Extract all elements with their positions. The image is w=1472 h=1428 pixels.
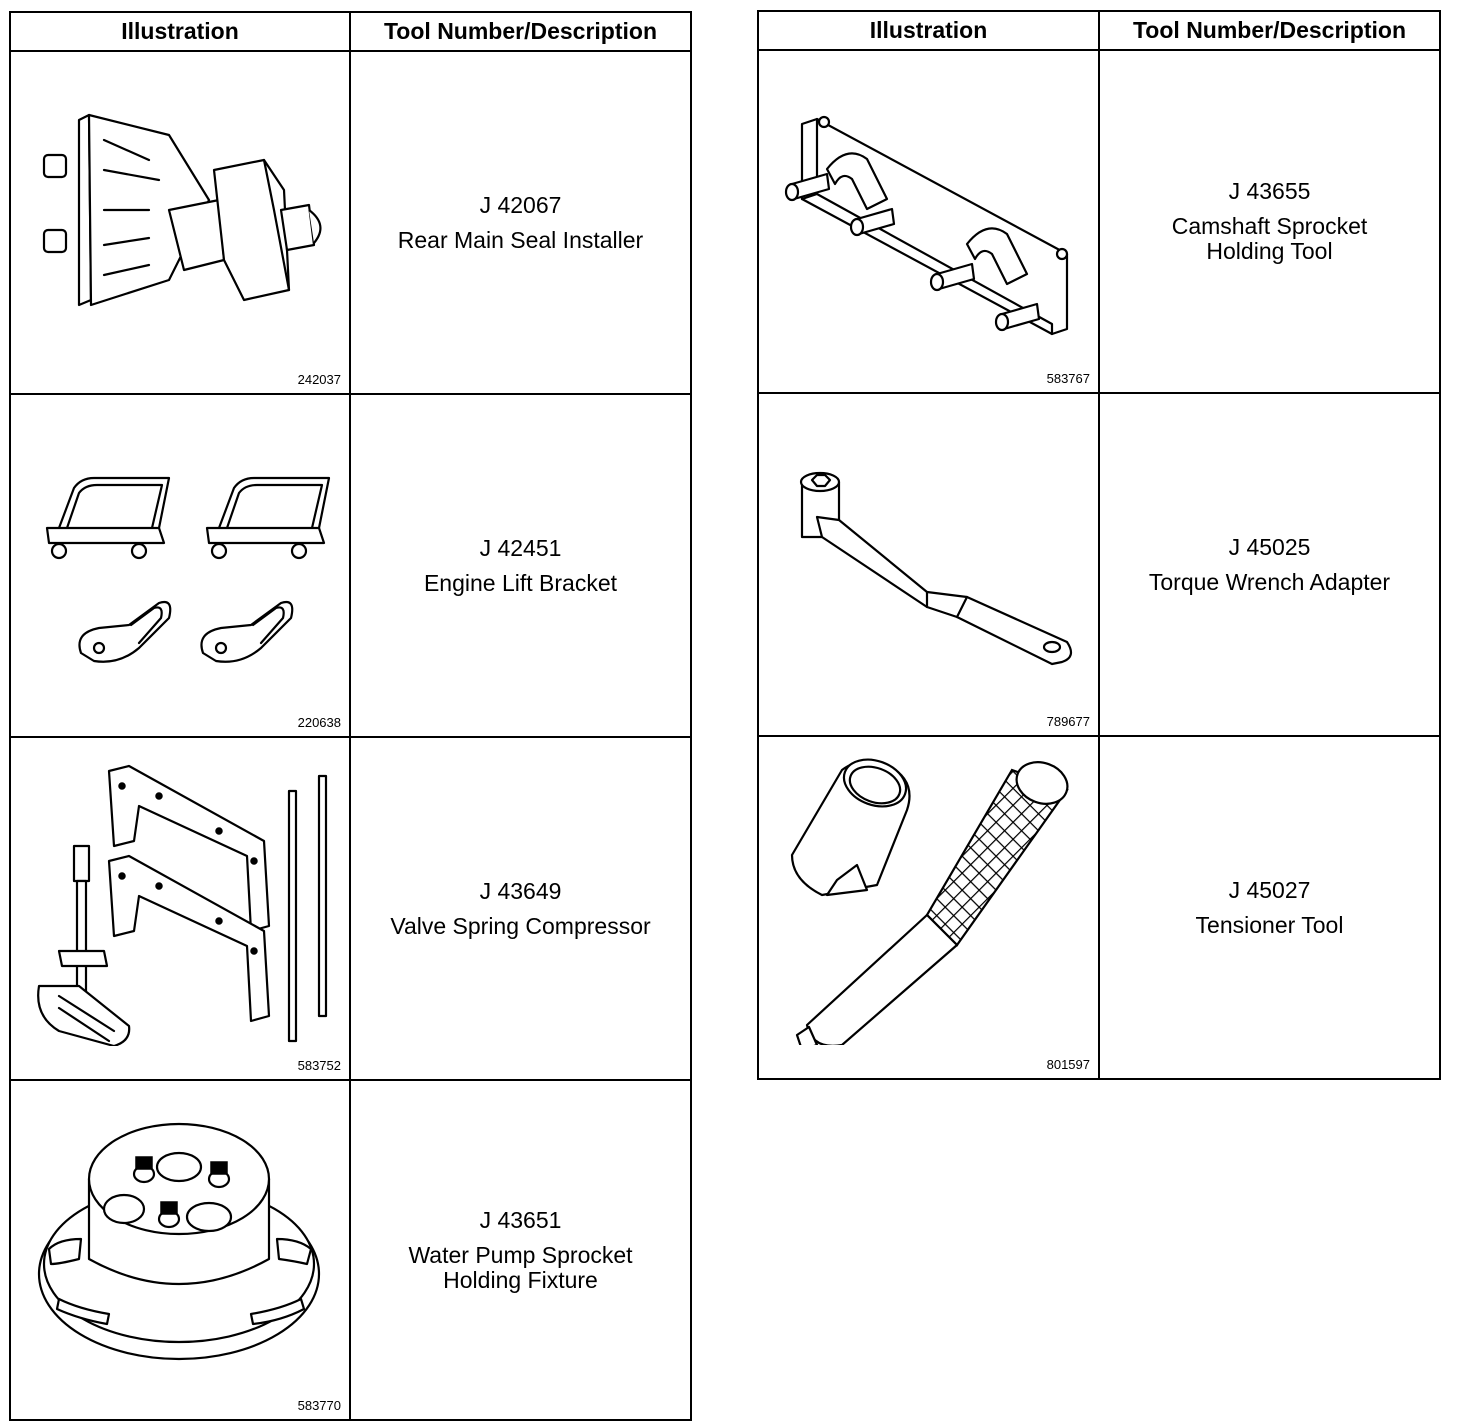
table-row: 220638 J 42451 Engine Lift Bracket [9,393,692,738]
valve-spring-compressor-illustration [37,764,328,1046]
tool-number: J 45025 [1228,533,1311,560]
tool-number: J 43649 [479,877,562,904]
figure-number: 242037 [297,372,341,387]
illustration-cell: 583752 [9,736,351,1081]
illustration-cell: 220638 [9,393,351,738]
illustration-header: Illustration [757,10,1100,51]
tool-number: J 43651 [479,1206,562,1233]
illustration-cell: 242037 [9,50,351,395]
tool-number: J 42067 [479,191,562,218]
tool-description: Valve Spring Compressor [390,912,651,939]
description-cell: J 43655 Camshaft Sprocket Holding Tool [1098,49,1441,394]
description-cell: J 42451 Engine Lift Bracket [349,393,692,738]
illustration-cell: 583767 [757,49,1100,394]
tool-description: Torque Wrench Adapter [1148,568,1391,595]
figure-number: 583770 [297,1398,341,1413]
table-row: 801597 J 45027 Tensioner Tool [757,735,1441,1080]
tool-number-description-header: Tool Number/Description [1098,10,1441,51]
torque-wrench-adapter-illustration [799,471,1073,666]
tensioner-tool-illustration [790,758,1069,1045]
tool-number: J 43655 [1228,178,1311,204]
tool-description: Engine Lift Bracket [423,569,618,596]
tool-number: J 45027 [1228,876,1311,903]
tool-number-description-header: Tool Number/Description [349,11,692,52]
figure-number: 801597 [1046,1057,1090,1072]
engine-lift-bracket-illustration [45,476,331,663]
tool-description: Water Pump Sprocket Holding Fixture [408,1241,633,1293]
description-cell: J 43649 Valve Spring Compressor [349,736,692,1081]
description-cell: J 45025 Torque Wrench Adapter [1098,392,1441,737]
tool-number: J 42451 [479,534,562,561]
figure-number: 220638 [297,715,341,730]
figure-number: 789677 [1046,714,1090,729]
table-header-row: Illustration Tool Number/Description [757,10,1441,51]
figure-number: 583752 [297,1058,341,1073]
table-row: 583770 J 43651 Water Pump Sprocket Holdi… [9,1079,692,1421]
table-row: 789677 J 45025 Torque Wrench Adapter [757,392,1441,737]
description-cell: J 43651 Water Pump Sprocket Holding Fixt… [349,1079,692,1421]
rear-main-seal-installer-illustration [42,113,322,307]
tool-description: Rear Main Seal Installer [397,226,644,253]
description-cell: J 45027 Tensioner Tool [1098,735,1441,1080]
tool-description: Tensioner Tool [1195,911,1344,938]
table-row: 583767 J 43655 Camshaft Sprocket Holding… [757,49,1441,394]
illustration-header: Illustration [9,11,351,52]
description-cell: J 42067 Rear Main Seal Installer [349,50,692,395]
illustration-cell: 801597 [757,735,1100,1080]
table-row: 583752 J 43649 Valve Spring Compressor [9,736,692,1081]
tool-description: Camshaft Sprocket Holding Tool [1171,213,1368,264]
right-tool-table: Illustration Tool Number/Description 583… [757,10,1441,1080]
illustration-cell: 583770 [9,1079,351,1421]
figure-number: 583767 [1046,371,1090,386]
camshaft-sprocket-holding-tool-illustration [784,115,1069,336]
left-tool-table: Illustration Tool Number/Description 242… [9,11,692,1421]
water-pump-sprocket-holding-fixture-illustration [37,1122,321,1361]
table-header-row: Illustration Tool Number/Description [9,11,692,52]
illustration-cell: 789677 [757,392,1100,737]
table-row: 242037 J 42067 Rear Main Seal Installer [9,50,692,395]
